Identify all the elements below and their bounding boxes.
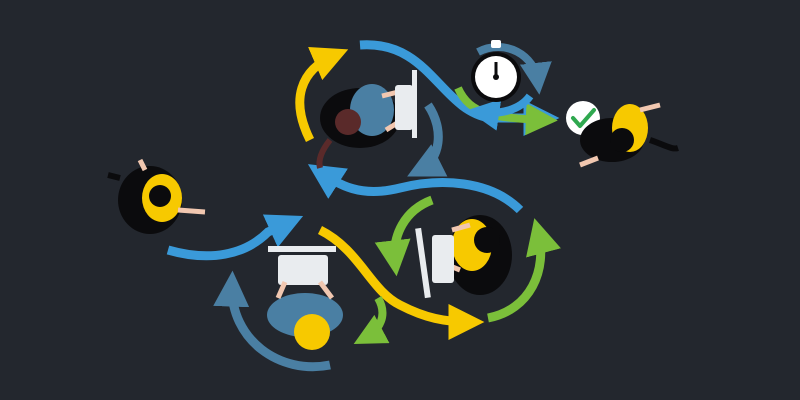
cycle-arrow-steel-top xyxy=(407,102,448,177)
person-right-at-laptop xyxy=(415,215,512,299)
person-right-walking xyxy=(579,102,679,168)
flow-arrow-yellow-middle xyxy=(317,225,485,340)
person-bottom-at-laptop xyxy=(267,246,343,350)
cycle-arrow-stopwatch-steel xyxy=(476,43,552,95)
cycle-arrow-green-right xyxy=(486,218,561,323)
cycle-arrow-green-small xyxy=(353,295,390,345)
cycle-arrow-green-upper xyxy=(374,195,434,277)
flow-arrow-middle-blue xyxy=(307,164,524,214)
flow-arrow-left-blue xyxy=(166,214,304,261)
cycle-arrow-stopwatch-blue xyxy=(467,93,534,131)
stopwatch-icon xyxy=(471,40,521,102)
laptop-icon xyxy=(415,227,454,299)
cycle-arrow-steel-bottom xyxy=(213,270,331,372)
person-left-walking xyxy=(107,158,206,234)
laptop-icon xyxy=(268,246,336,285)
cycle-arrow-yellow-top xyxy=(295,46,349,143)
person-top-at-laptop xyxy=(316,70,417,169)
stopwatch-group xyxy=(467,40,552,131)
laptop-icon xyxy=(395,70,417,138)
